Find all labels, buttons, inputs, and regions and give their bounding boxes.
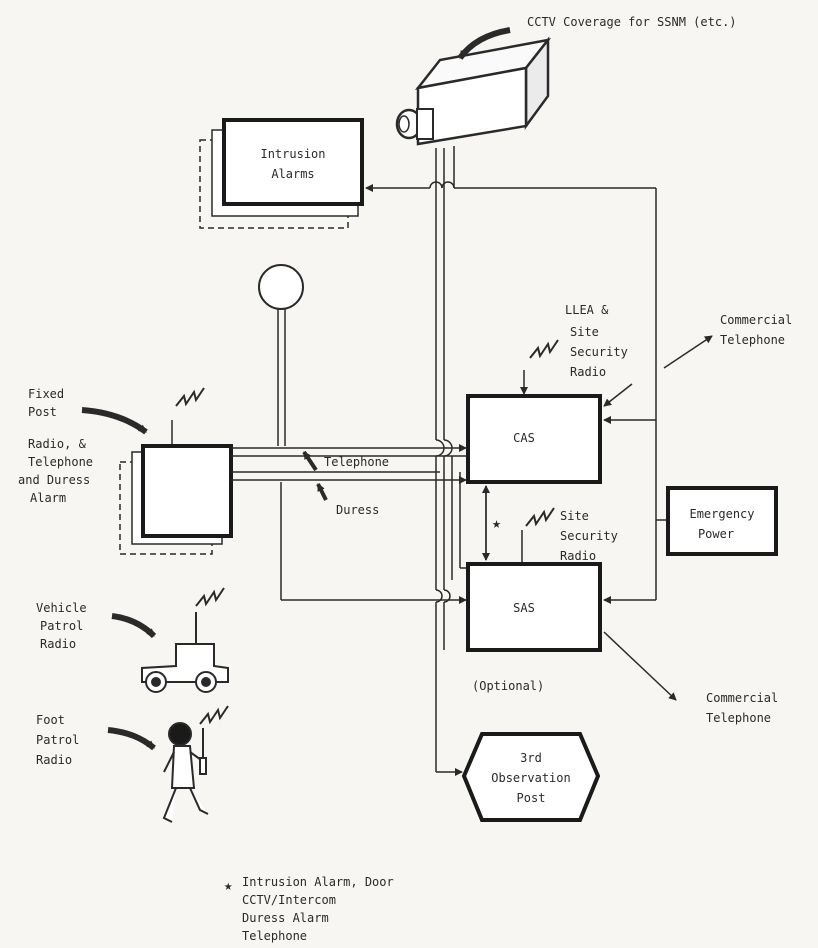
llea-label-2: Site	[570, 325, 599, 339]
legend-line-2: CCTV/Intercom	[242, 893, 336, 907]
legend-line-3: Duress Alarm	[242, 911, 329, 925]
foot-patrol-icon	[164, 723, 208, 822]
site-radio-label-1: Site	[560, 509, 589, 523]
obs-label-3: Post	[517, 791, 546, 805]
commercial-top-label-2: Telephone	[720, 333, 785, 347]
site-radio-label-2: Security	[560, 529, 618, 543]
foot-label-2: Patrol	[36, 733, 79, 747]
fixed-post-box	[120, 446, 231, 554]
commercial-bottom-label-1: Commercial	[706, 691, 778, 705]
emergency-label-2: Power	[698, 527, 734, 541]
site-radio-label-3: Radio	[560, 549, 596, 563]
connection-lines	[172, 146, 712, 772]
sensor-circle	[259, 265, 303, 309]
cas-label: CAS	[513, 431, 535, 445]
vehicle-label-1: Vehicle	[36, 601, 87, 615]
legend-line-1: Intrusion Alarm, Door	[242, 875, 394, 889]
sas-label: SAS	[513, 601, 535, 615]
optional-label: (Optional)	[472, 679, 544, 693]
intrusion-label-1: Intrusion	[260, 147, 325, 161]
vehicle-label-3: Radio	[40, 637, 76, 651]
commercial-top-label-1: Commercial	[720, 313, 792, 327]
emergency-power-box	[668, 488, 776, 554]
emergency-label-1: Emergency	[689, 507, 754, 521]
llea-label-3: Security	[570, 345, 628, 359]
cctv-label: CCTV Coverage for SSNM (etc.)	[527, 15, 737, 29]
telephone-label: Telephone	[324, 455, 389, 469]
cctv-camera	[397, 40, 548, 144]
foot-label-1: Foot	[36, 713, 65, 727]
fixed-post-label-6: Alarm	[30, 491, 66, 505]
fixed-post-label-3: Radio, &	[28, 437, 87, 451]
fixed-post-label-2: Post	[28, 405, 57, 419]
star-marker: ★	[492, 514, 501, 532]
llea-label-4: Radio	[570, 365, 606, 379]
fixed-post-label-4: Telephone	[28, 455, 93, 469]
legend-star-icon: ★	[224, 878, 233, 894]
vehicle-label-2: Patrol	[40, 619, 83, 633]
llea-label-1: LLEA &	[565, 303, 609, 317]
duress-label: Duress	[336, 503, 379, 517]
fixed-post-label-5: and Duress	[18, 473, 90, 487]
legend-line-4: Telephone	[242, 929, 307, 943]
vehicle-patrol-icon	[142, 612, 228, 692]
foot-label-3: Radio	[36, 753, 72, 767]
intrusion-label-2: Alarms	[271, 167, 314, 181]
obs-label-2: Observation	[491, 771, 570, 785]
commercial-bottom-label-2: Telephone	[706, 711, 771, 725]
obs-label-1: 3rd	[520, 751, 542, 765]
telephone-duress-arrows	[304, 452, 326, 500]
fixed-post-label-1: Fixed	[28, 387, 64, 401]
